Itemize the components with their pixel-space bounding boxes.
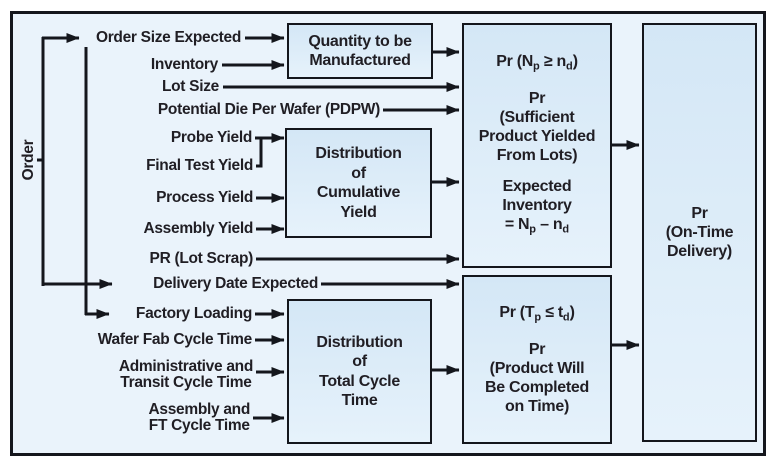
order-side-label: Order [20,139,37,181]
label-probe-yield: Probe Yield [170,129,252,146]
label-admin-transit-cycle-time: Administrative and Transit Cycle Time [118,358,253,391]
label-assembly-ft-cycle-time: Assembly and FT Cycle Time [148,401,251,434]
prob2-body-text: Pr (Product Will Be Completed on Time) [485,340,589,415]
label-delivery-date-expected: Delivery Date Expected [153,275,318,292]
distribution-cumulative-yield-box: Distribution of Cumulative Yield [285,128,432,238]
prob1-expected-inventory-text: Expected Inventory [502,177,572,214]
label-order-size-expected: Order Size Expected [95,29,241,46]
totalcycle-box-text: Distribution of Total Cycle Time [316,333,403,410]
label-factory-loading: Factory Loading [135,305,252,322]
prob2-formula: Pr (Tp ≤ td) [499,304,575,324]
prob-completed-on-time-box: Pr (Tp ≤ td) Pr (Product Will Be Complet… [462,275,612,444]
label-inventory: Inventory [150,56,218,73]
label-wafer-fab-cycle-time: Wafer Fab Cycle Time [97,331,253,348]
label-pdpw: Potential Die Per Wafer (PDPW) [157,101,380,118]
label-final-test-yield: Final Test Yield [146,157,253,174]
delivery-box-text: Pr (On-Time Delivery) [665,205,734,260]
prob1-formula: Pr (Np ≥ nd) [496,53,578,73]
label-assembly-yield: Assembly Yield [143,220,253,237]
prob-sufficient-product-box: Pr (Np ≥ nd) Pr (Sufficient Product Yiel… [462,23,612,268]
on-time-delivery-box: Pr (On-Time Delivery) [642,23,757,442]
prob1-inventory-formula: = Np – nd [504,215,570,236]
quantity-box-text: Quantity to be Manufactured [308,33,412,69]
label-pr-lot-scrap: PR (Lot Scrap) [149,250,254,267]
distribution-total-cycle-time-box: Distribution of Total Cycle Time [287,299,432,444]
label-process-yield: Process Yield [156,189,253,206]
cumulative-box-text: Distribution of Cumulative Yield [315,145,402,221]
prob1-body-text: Pr (Sufficient Product Yielded From Lots… [478,89,596,164]
quantity-to-be-manufactured-box: Quantity to be Manufactured [287,23,433,79]
label-lot-size: Lot Size [161,78,219,95]
